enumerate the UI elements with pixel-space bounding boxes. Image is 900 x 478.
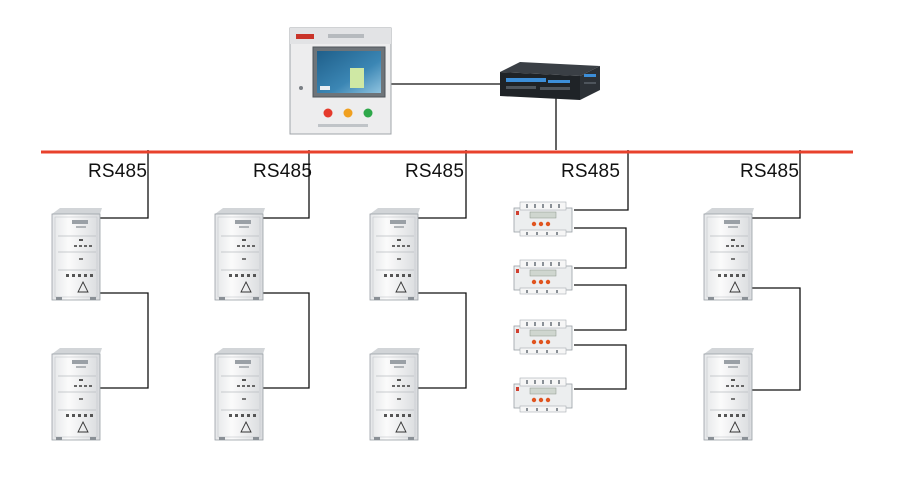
col3-daisy bbox=[417, 292, 467, 389]
col4-daisy-3 bbox=[574, 344, 627, 390]
din-rail-meter-icon bbox=[513, 377, 573, 413]
din-rail-meter-icon bbox=[513, 201, 573, 237]
din-rail-meter-icon bbox=[513, 319, 573, 355]
communication-gateway-icon bbox=[500, 62, 600, 100]
power-cabinet-icon bbox=[703, 207, 755, 301]
power-cabinet-icon bbox=[369, 207, 421, 301]
col2-drop bbox=[263, 150, 310, 219]
col1-daisy bbox=[98, 292, 149, 389]
din-rail-meter-icon bbox=[513, 259, 573, 295]
red-indicator-icon bbox=[323, 108, 333, 118]
power-cabinet-icon bbox=[369, 347, 421, 441]
col2-daisy bbox=[263, 292, 310, 389]
orange-indicator-icon bbox=[343, 108, 353, 118]
col4-drop bbox=[574, 150, 629, 211]
col3-drop bbox=[417, 150, 467, 219]
power-cabinet-icon bbox=[214, 207, 266, 301]
rs485-label: RS485 bbox=[405, 161, 465, 182]
power-cabinet-icon bbox=[703, 347, 755, 441]
col4-daisy-2 bbox=[574, 284, 627, 331]
rs485-label: RS485 bbox=[740, 161, 800, 182]
rs485-label: RS485 bbox=[561, 161, 621, 182]
rs485-label: RS485 bbox=[253, 161, 313, 182]
rs485-label: RS485 bbox=[88, 161, 148, 182]
power-cabinet-icon bbox=[214, 347, 266, 441]
col5-daisy bbox=[752, 287, 801, 391]
green-indicator-icon bbox=[363, 108, 373, 118]
power-cabinet-icon bbox=[51, 347, 103, 441]
power-cabinet-icon bbox=[51, 207, 103, 301]
col1-drop bbox=[98, 150, 149, 219]
monitoring-host-panel-icon bbox=[289, 27, 392, 135]
rs485-wires bbox=[98, 83, 801, 391]
col4-daisy-1 bbox=[574, 227, 627, 269]
col5-drop bbox=[752, 150, 801, 219]
